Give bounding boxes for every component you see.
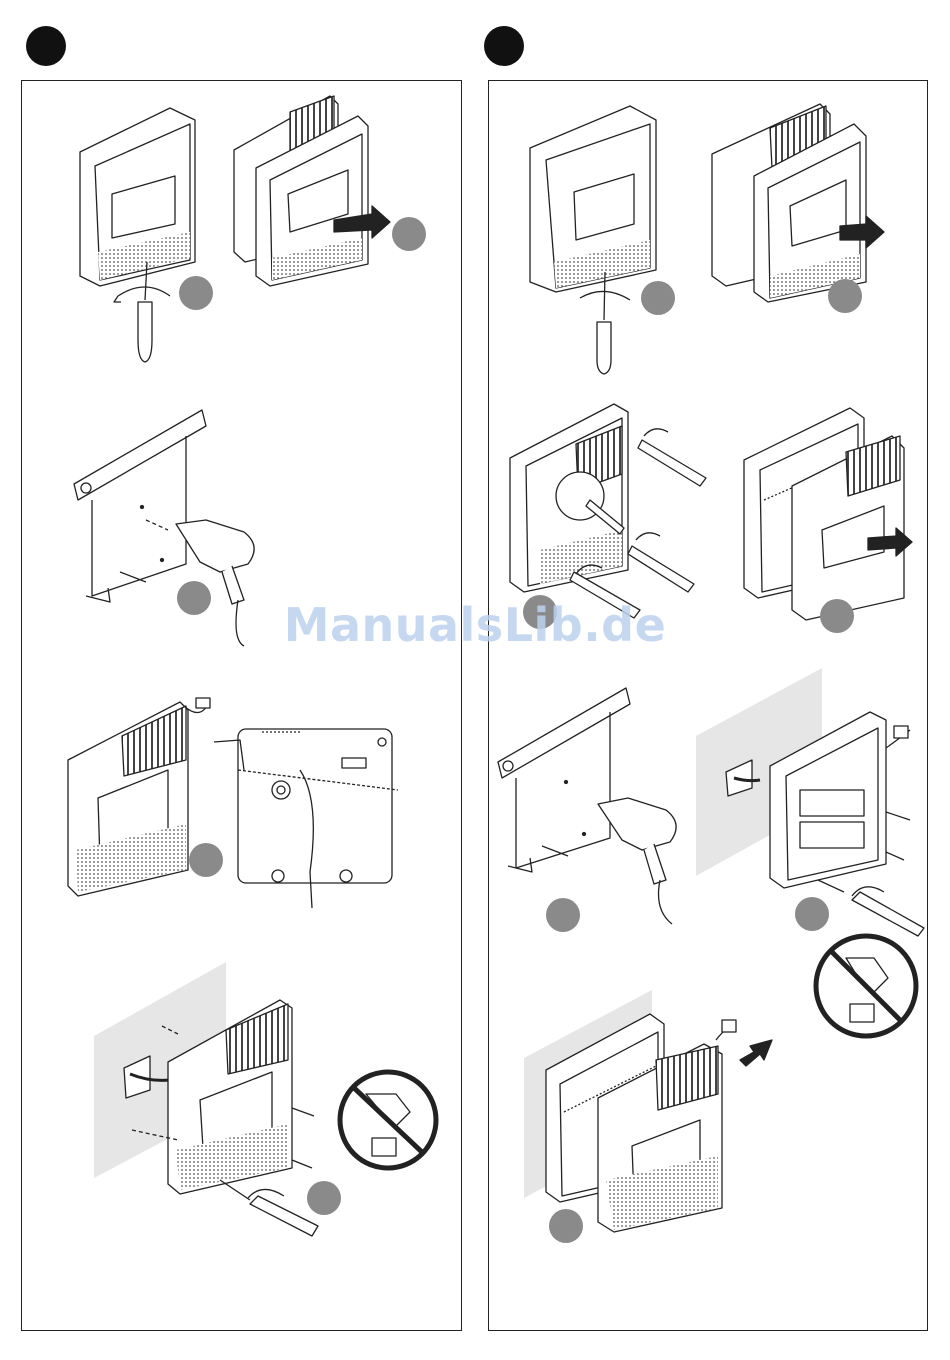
screw-to-wall-icon bbox=[94, 962, 436, 1236]
connect-cable-icon bbox=[68, 698, 398, 908]
drill-and-mount-icon bbox=[498, 668, 924, 936]
attach-module-icon bbox=[524, 990, 772, 1232]
unscrew-module-icon bbox=[510, 404, 706, 618]
watermark: ManualsLib.de bbox=[0, 598, 950, 652]
remove-front-cover-icon bbox=[80, 108, 195, 362]
